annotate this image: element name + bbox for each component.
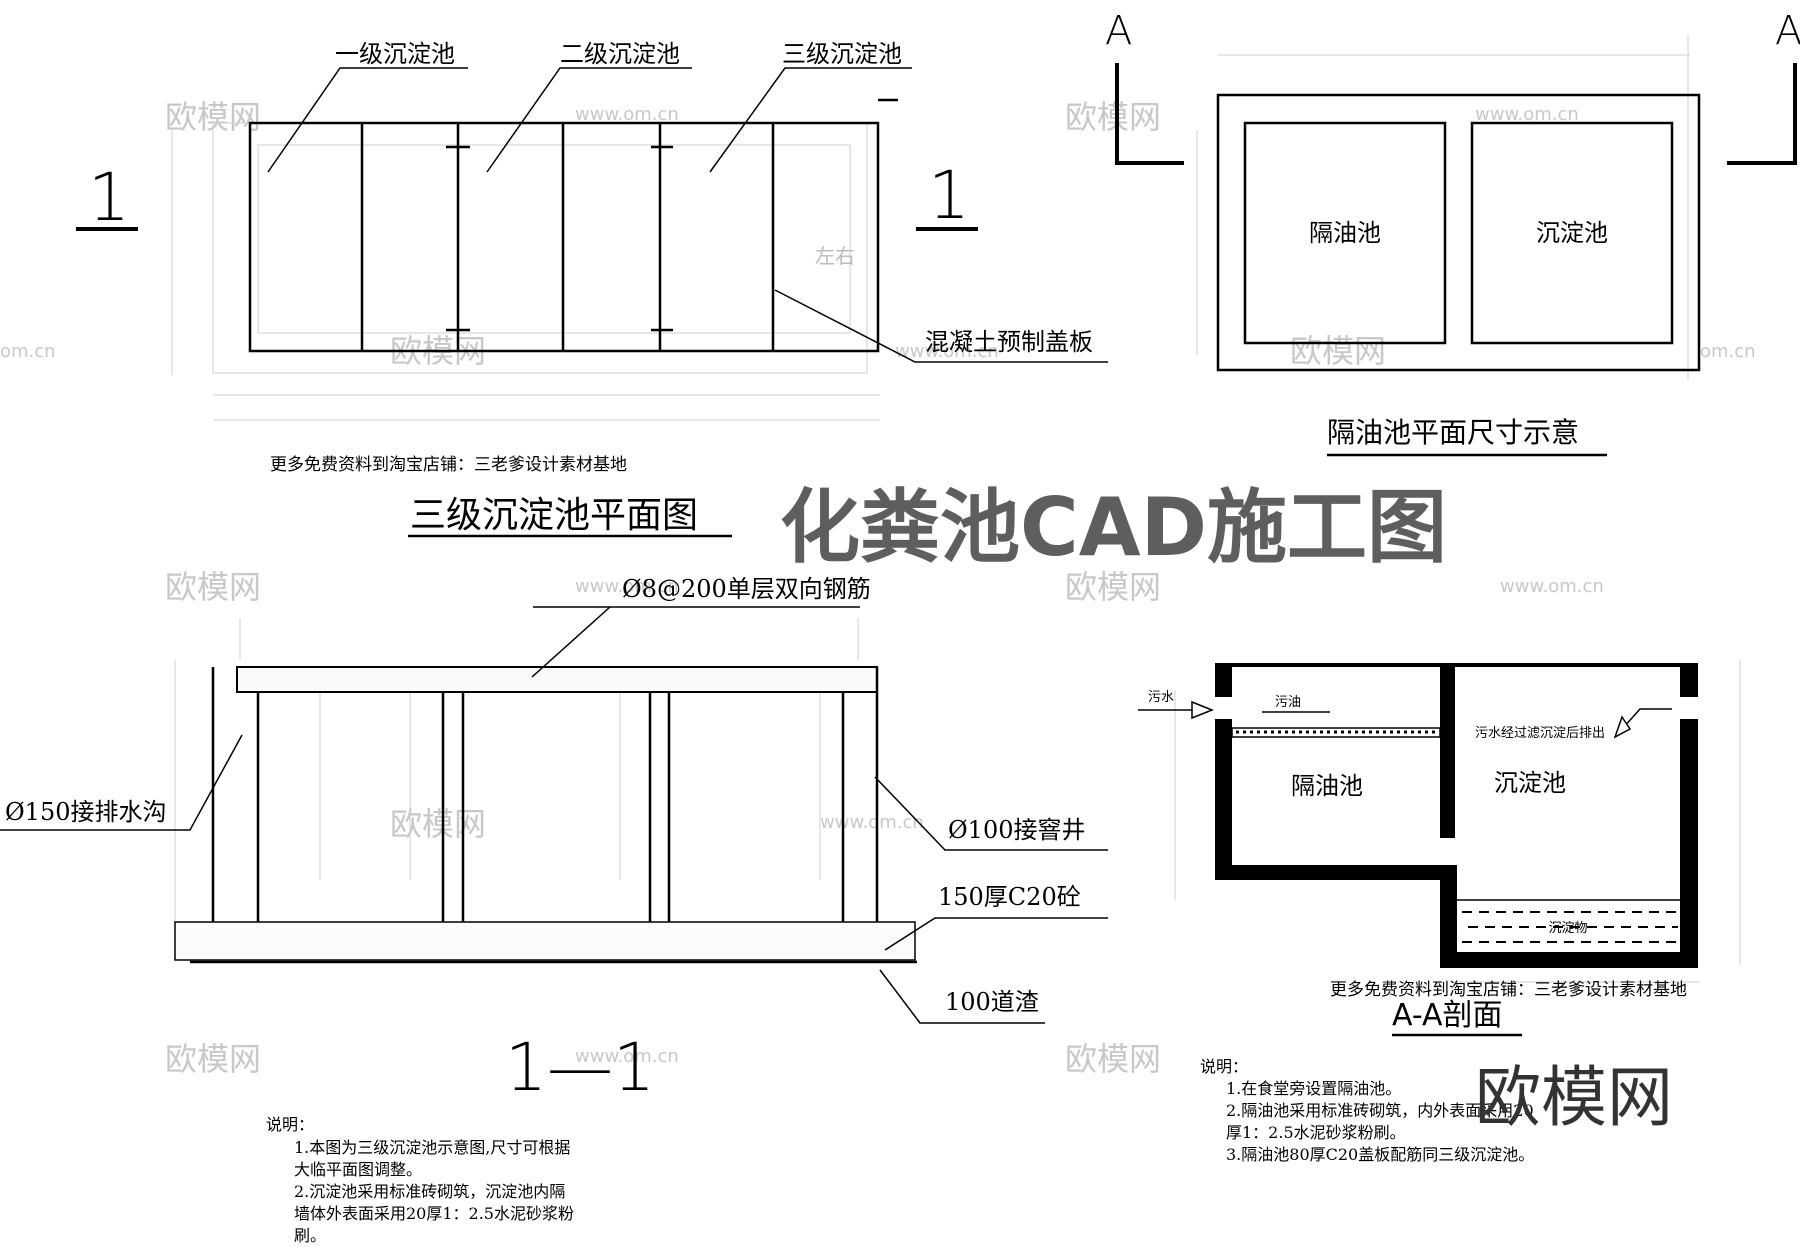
room-settling bbox=[1470, 121, 1674, 345]
section-mark-a-left: A bbox=[1105, 8, 1132, 54]
label-stage-1: 一级沉淀池 bbox=[335, 40, 455, 68]
note-line: 2.隔油池采用标准砖砌筑，内外表面采用20 bbox=[1226, 1101, 1534, 1120]
trap-outline bbox=[1216, 93, 1701, 372]
dimension-hint: 左右 bbox=[815, 244, 855, 268]
main-title: 化粪池CAD施工图 bbox=[780, 481, 1447, 574]
note-line: 厚1：2.5水泥砂浆粉刷。 bbox=[1226, 1123, 1406, 1142]
cover-slab bbox=[236, 666, 878, 693]
leader-line bbox=[879, 969, 1045, 1024]
shop-note: 更多免费资料到淘宝店铺：三老爹设计素材基地 bbox=[270, 455, 627, 475]
section-mark-bracket bbox=[1727, 63, 1797, 165]
room-grease bbox=[1243, 121, 1447, 345]
watermark-url: www.om.cn bbox=[575, 104, 679, 125]
watermark-url: www.om.cn bbox=[895, 341, 999, 362]
note-line: 3.隔油池80厚C20盖板配筋同三级沉淀池。 bbox=[1226, 1145, 1534, 1164]
label-base-slab: 150厚C20砼 bbox=[938, 883, 1081, 911]
label-sediment: 沉淀物 bbox=[1548, 921, 1587, 936]
label-stage-2: 二级沉淀池 bbox=[560, 40, 680, 68]
label-cellar-pipe: Ø100接窨井 bbox=[948, 816, 1085, 844]
note-line: 刷。 bbox=[294, 1226, 326, 1245]
watermark-url: om.cn bbox=[1700, 341, 1756, 362]
leader-line bbox=[709, 67, 912, 173]
section-a-a: 污水 污油 污水经过滤沉淀后排出 隔油池 沉淀池 沉淀物 更多免费资料到淘宝店铺… bbox=[1138, 660, 1741, 1164]
watermark-brand: 欧模网 bbox=[1065, 568, 1161, 606]
section-1-1: Ø8@200单层双向钢筋 Ø150接排水沟 Ø100接窨井 150厚C20砼 1… bbox=[0, 575, 1108, 1245]
leader-line bbox=[0, 734, 243, 831]
watermark-brand: 欧模网 bbox=[1065, 1040, 1161, 1078]
label-gravel: 100道渣 bbox=[945, 988, 1039, 1016]
section-mark-left: 1 bbox=[88, 159, 130, 236]
label-oil: 污油 bbox=[1275, 695, 1301, 710]
brand-watermark: 欧模网 bbox=[1475, 1059, 1673, 1136]
label-grease-trap: 隔油池 bbox=[1309, 219, 1381, 247]
plan2-title: 隔油池平面尺寸示意 bbox=[1327, 416, 1579, 449]
leader-line bbox=[486, 67, 692, 173]
center-partition bbox=[1440, 663, 1455, 838]
label-drain-pipe: Ø150接排水沟 bbox=[5, 798, 166, 826]
label-rebar: Ø8@200单层双向钢筋 bbox=[622, 575, 871, 603]
section-title: 1—1 bbox=[505, 1029, 655, 1106]
watermark-brand: 欧模网 bbox=[390, 805, 486, 843]
label-inlet: 污水 bbox=[1148, 690, 1174, 705]
right-wall bbox=[1680, 719, 1698, 952]
right-wall-top bbox=[1680, 663, 1698, 697]
leader-line bbox=[267, 67, 468, 173]
watermark-brand: 欧模网 bbox=[165, 1040, 261, 1078]
plan-three-stage-tank: 左右 一级沉淀池 二级沉淀池 三级沉淀池 混凝土预制盖板 1 1 更多免费资料到… bbox=[76, 40, 1108, 538]
plan-grease-trap: A A 隔油池 沉淀池 隔油池平面尺寸示意 bbox=[1105, 8, 1800, 457]
base-slab bbox=[174, 921, 916, 961]
label-grease-trap: 隔油池 bbox=[1291, 772, 1363, 800]
note-line: 1.本图为三级沉淀池示意图,尺寸可根据 bbox=[294, 1138, 570, 1157]
plan-title: 三级沉淀池平面图 bbox=[410, 495, 698, 536]
section-aa-title: A-A剖面 bbox=[1392, 998, 1503, 1033]
watermark-url: www.om.cn bbox=[820, 812, 924, 833]
watermark-brand: 欧模网 bbox=[1065, 98, 1161, 136]
leader-line bbox=[531, 606, 611, 678]
label-settling-tank: 沉淀池 bbox=[1536, 219, 1608, 247]
watermark-brand: 欧模网 bbox=[165, 568, 261, 606]
inlet-opening bbox=[1213, 697, 1235, 719]
label-outlet: 污水经过滤沉淀后排出 bbox=[1475, 726, 1605, 741]
dimension-outline bbox=[212, 122, 868, 374]
tank-top bbox=[1215, 663, 1698, 667]
label-stage-3: 三级沉淀池 bbox=[782, 40, 902, 68]
note-line: 大临平面图调整。 bbox=[294, 1160, 422, 1179]
outlet-opening bbox=[1678, 697, 1700, 719]
section-mark-bracket bbox=[1115, 63, 1184, 165]
note-line: 2.沉淀池采用标准砖砌筑，沉淀池内隔 bbox=[294, 1182, 565, 1201]
label-cover-slab: 混凝土预制盖板 bbox=[925, 328, 1093, 356]
watermark-url: om.cn bbox=[0, 341, 56, 362]
watermark-url: www.om.cn bbox=[575, 576, 679, 597]
notes-title: 说明： bbox=[1200, 1057, 1248, 1076]
watermark-url: www.om.cn bbox=[1500, 576, 1604, 597]
outlet-arrowhead bbox=[1613, 715, 1632, 739]
section-mark-a-right: A bbox=[1775, 8, 1800, 54]
watermark-url: www.om.cn bbox=[575, 1046, 679, 1067]
section-mark-right: 1 bbox=[928, 157, 970, 234]
inlet-arrowhead bbox=[1191, 700, 1215, 720]
watermark-brand: 欧模网 bbox=[1290, 332, 1386, 370]
watermark-url: www.om.cn bbox=[1475, 104, 1579, 125]
leader-line bbox=[884, 917, 1108, 951]
leader-line bbox=[774, 289, 1108, 363]
dimension-inner bbox=[257, 144, 851, 334]
note-line: 墙体外表面采用20厚1：2.5水泥砂浆粉 bbox=[294, 1204, 574, 1223]
shop-note: 更多免费资料到淘宝店铺：三老爹设计素材基地 bbox=[1330, 980, 1687, 1000]
notes-title: 说明： bbox=[266, 1115, 314, 1134]
leader-line bbox=[874, 776, 1108, 851]
note-line: 1.在食堂旁设置隔油池。 bbox=[1226, 1079, 1401, 1098]
label-settling-tank: 沉淀池 bbox=[1494, 769, 1566, 797]
